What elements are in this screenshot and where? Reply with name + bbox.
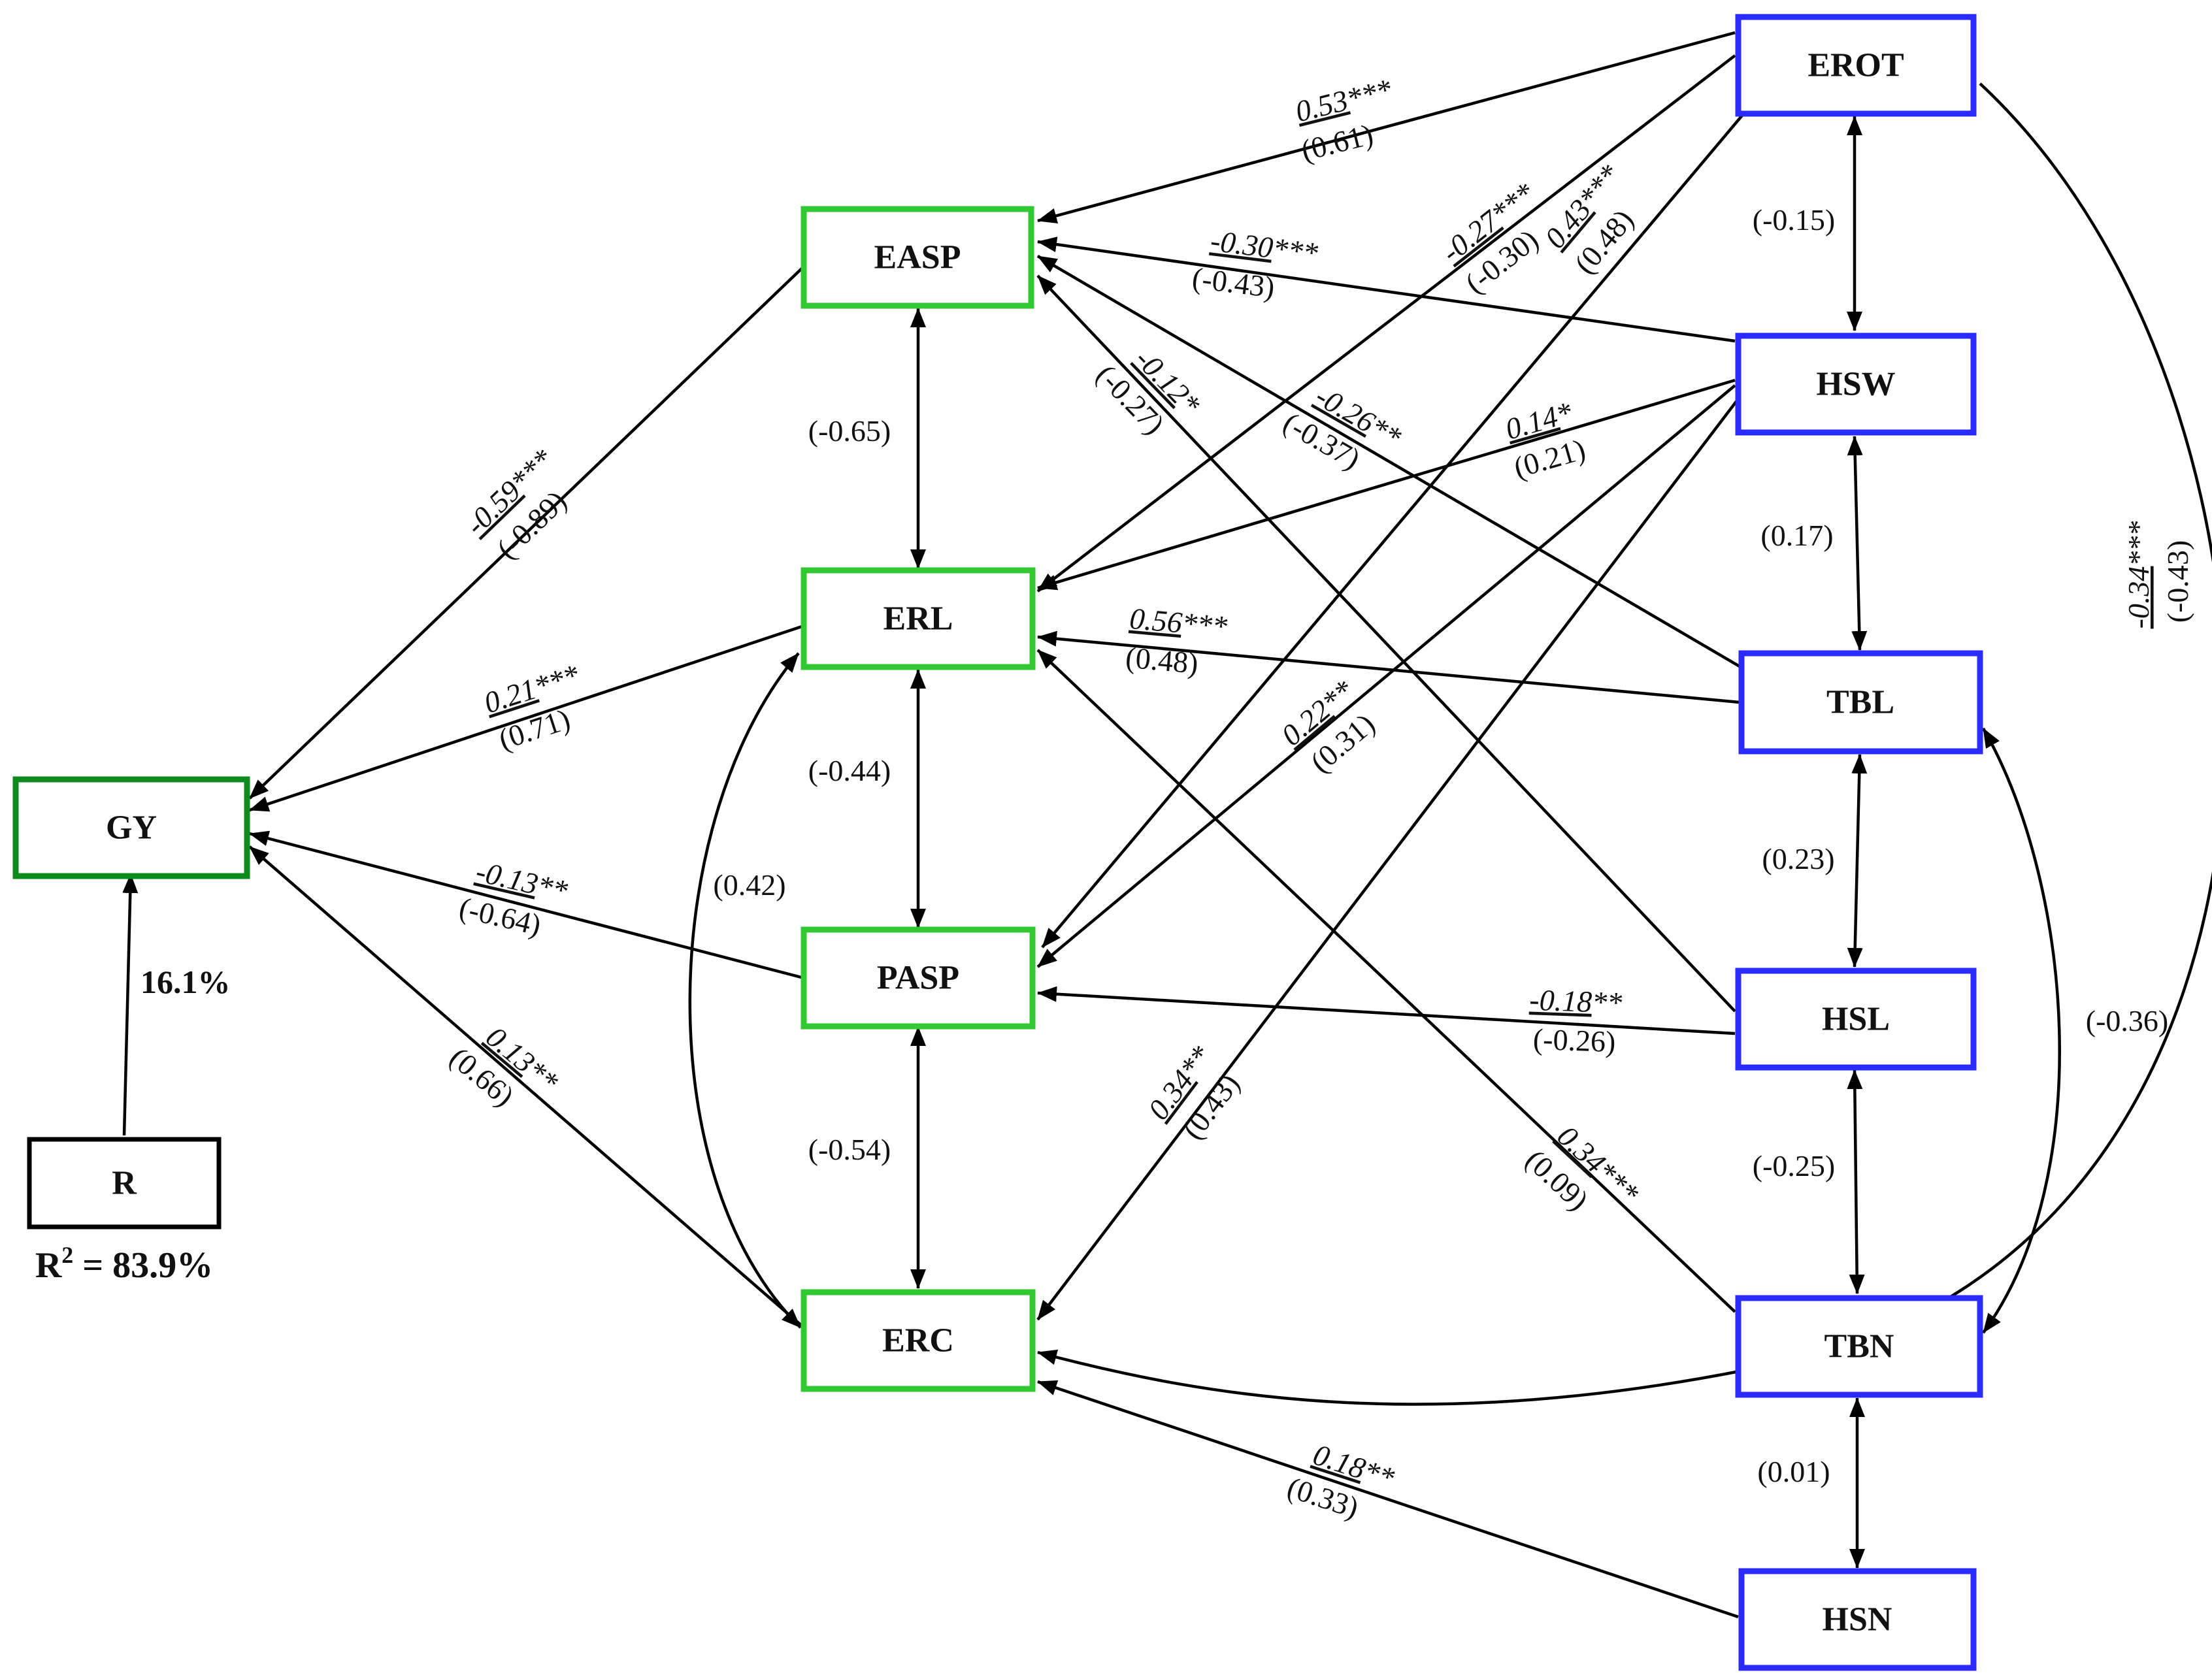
edge-hsw-erl	[1037, 378, 1736, 591]
corr-label-tbn-hsn: (0.01)	[1757, 1455, 1830, 1488]
corr-tbl-hsl	[1847, 754, 1868, 968]
edge-tbl-erl	[1037, 630, 1740, 704]
label-erot-erc: -0.34*** (-0.43)	[2122, 521, 2194, 629]
node-label: EROT	[1808, 47, 1904, 84]
corr-label-pasp-erc: (-0.54)	[808, 1133, 891, 1166]
label-easp-gy: -0.59*** (-0.89)	[459, 442, 573, 565]
label-hsw-easp: -0.30*** (-0.43)	[1191, 223, 1320, 304]
node-label: HSN	[1823, 1601, 1892, 1638]
corr-label-erl-pasp: (-0.44)	[808, 754, 891, 787]
nodes: EROT HSW TBL HSL TBN HSN EASP ERL	[12, 14, 1983, 1671]
edges	[122, 31, 2212, 1619]
edge-erot-erl	[1036, 54, 1736, 593]
svg-text:(-0.43): (-0.43)	[2161, 540, 2194, 623]
edge-hsn-erc	[1037, 1380, 1739, 1619]
edge-r-gy	[122, 873, 139, 1136]
label-erc-gy: 0.13** (0.66)	[444, 1020, 565, 1113]
node-tbl: TBL	[1738, 650, 1983, 755]
edge-hsl-easp	[1036, 274, 1736, 1013]
corr-label-tbl-tbn: (-0.36)	[2086, 1004, 2168, 1037]
label-erl-gy: 0.21*** (0.71)	[480, 658, 583, 756]
node-hsl: HSL	[1735, 968, 1977, 1071]
corr-erl-erc	[688, 652, 802, 1329]
label-tbl-easp: -0.26** (-0.37)	[1278, 379, 1407, 476]
corr-hsw-tbl	[1847, 436, 1868, 651]
node-label: PASP	[877, 960, 959, 997]
svg-text:-0.34***: -0.34***	[2122, 521, 2155, 629]
edge-hsw-easp	[1037, 236, 1736, 343]
corr-tbl-tbn	[1982, 727, 2061, 1334]
label-hsw-erl: 0.14* (0.21)	[1502, 395, 1589, 484]
node-hsn: HSN	[1738, 1568, 1977, 1671]
label-tbl-erl: 0.56*** (0.48)	[1125, 602, 1229, 680]
edge-tbl-easp	[1036, 255, 1741, 668]
node-r: R	[27, 1137, 222, 1229]
svg-text:-0.30***: -0.30***	[1209, 223, 1320, 270]
edge-pasp-gy	[249, 830, 804, 980]
edge-erot-easp	[1037, 31, 1736, 224]
svg-text:-0.18**: -0.18**	[1529, 983, 1623, 1020]
node-erc: ERC	[801, 1289, 1036, 1392]
node-gy: GY	[12, 776, 250, 879]
svg-text:(0.48): (0.48)	[1125, 640, 1200, 679]
corr-label-hsl-tbn: (-0.25)	[1753, 1149, 1835, 1182]
corr-hsl-tbn	[1847, 1069, 1865, 1294]
edge-hsl-pasp	[1037, 986, 1736, 1035]
node-tbn: TBN	[1735, 1295, 1983, 1398]
label-hsl-pasp: -0.18** (-0.26)	[1529, 983, 1623, 1059]
corr-label-tbl-hsl: (0.23)	[1762, 842, 1834, 875]
node-label: EASP	[874, 239, 961, 276]
label-erot-pasp: 0.43*** (0.48)	[1538, 158, 1640, 280]
svg-text:0.21***: 0.21***	[480, 658, 583, 720]
correlation-labels: (-0.65) (-0.44) (-0.54) (0.42) (-0.15) (…	[713, 203, 2168, 1488]
label-erot-easp: 0.53*** (0.61)	[1292, 73, 1395, 167]
svg-text:(-0.43): (-0.43)	[1191, 261, 1277, 304]
node-label: TBL	[1826, 684, 1894, 721]
node-box	[1735, 14, 1977, 117]
svg-text:(-0.26): (-0.26)	[1532, 1022, 1616, 1058]
svg-text:0.56***: 0.56***	[1129, 602, 1229, 643]
label-hsw-erc: 0.34** (0.43)	[1142, 1040, 1246, 1146]
node-label: HSW	[1816, 366, 1895, 403]
edge-erot-erc	[1037, 82, 2212, 1406]
node-label: R	[112, 1165, 137, 1202]
edge-hsw-pasp	[1036, 384, 1736, 968]
node-erot: EROT	[1735, 14, 1977, 117]
node-label: TBN	[1824, 1328, 1894, 1365]
edge-erl-gy	[249, 624, 804, 812]
edge-hsw-erc	[1036, 393, 1743, 1321]
r-squared-label: R2 = 83.9%	[35, 1242, 213, 1286]
corr-label-erot-hsw: (-0.15)	[1753, 203, 1835, 236]
svg-text:0.53***: 0.53***	[1292, 73, 1395, 129]
r-to-gy-percent: 16.1%	[140, 964, 231, 1000]
node-label: HSL	[1822, 1001, 1890, 1038]
node-easp: EASP	[801, 206, 1034, 309]
node-label: GY	[106, 809, 157, 847]
edge-tbn-erl	[1036, 649, 1736, 1313]
label-pasp-gy: -0.13** (-0.64)	[456, 855, 570, 942]
edge-erc-gy	[248, 845, 805, 1329]
edge-easp-gy	[248, 265, 805, 800]
edge-erot-pasp	[1041, 111, 1746, 949]
node-label: ERC	[882, 1322, 954, 1360]
corr-label-easp-erl: (-0.65)	[808, 414, 891, 448]
node-erl: ERL	[801, 567, 1036, 670]
node-hsw: HSW	[1735, 333, 1977, 436]
label-tbn-erl: 0.34*** (0.09)	[1519, 1119, 1645, 1217]
node-pasp: PASP	[801, 926, 1036, 1030]
corr-label-hsw-tbl: (0.17)	[1760, 519, 1833, 552]
node-label: ERL	[883, 600, 953, 638]
corr-label-erl-erc: (0.42)	[713, 868, 785, 902]
